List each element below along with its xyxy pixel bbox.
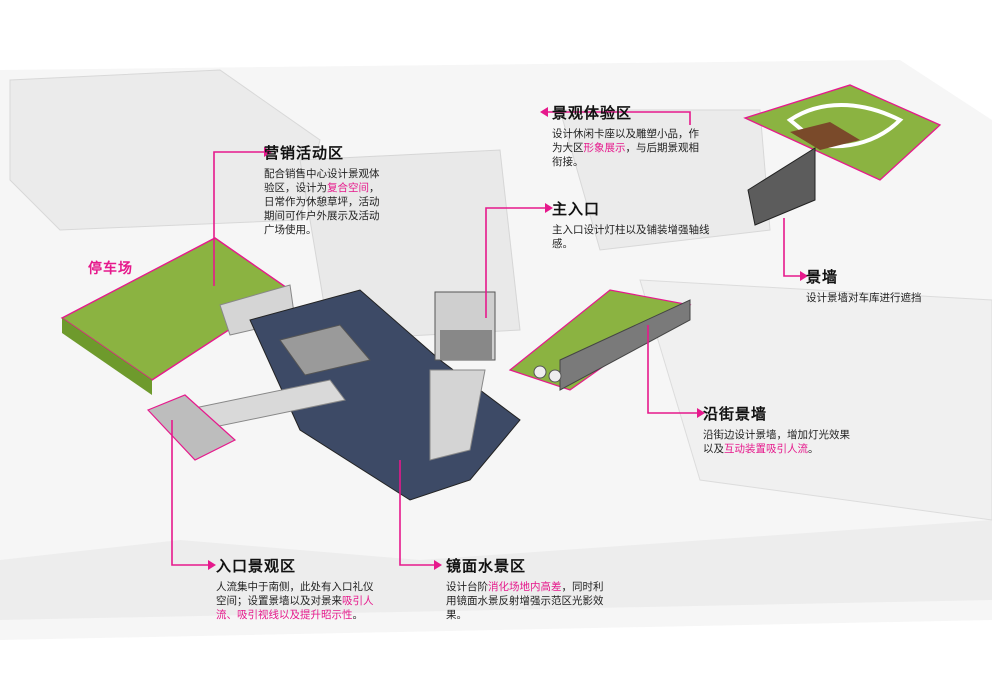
callout-entrance-landscape: 入口景观区 人流集中于南侧，此处有入口礼仪空间；设置景墙以及对景来吸引人流、吸引…	[216, 555, 382, 622]
context-building-left	[9, 69, 321, 231]
entrance-tower-face	[440, 330, 492, 360]
callout-title: 营销活动区	[264, 144, 345, 162]
callout-street-wall: 沿街景墙 沿街边设计景墙，增加灯光效果以及互动装置吸引人流。	[703, 403, 853, 456]
callout-landscape-experience: 景观体验区 设计休闲卡座以及雕塑小品，作为大区形象展示，与后期景观相衔接。	[552, 102, 700, 169]
planter-1	[533, 365, 547, 379]
callout-main-entrance: 主入口 主入口设计灯柱以及铺装增强轴线感。	[552, 198, 712, 251]
callout-title: 景观体验区	[552, 104, 633, 122]
callout-marketing: 营销活动区 配合销售中心设计景观体验区，设计为复合空间，日常作为休憩草坪，活动期…	[264, 142, 386, 237]
road-band	[0, 520, 992, 620]
experience-deck	[790, 122, 860, 150]
callout-description: 设计景墙对车库进行遮挡	[806, 292, 922, 304]
callout-title: 景墙	[806, 268, 839, 286]
experience-track	[786, 103, 904, 149]
central-walkway	[429, 369, 486, 461]
parking-lawn-side	[62, 318, 152, 395]
callout-title: 入口景观区	[216, 557, 297, 575]
callout-title: 镜面水景区	[446, 557, 527, 575]
sculpture-platform	[279, 324, 371, 376]
callout-mirror-water: 镜面水景区 设计台阶消化场地内高差，同时利用镜面水景反射增强示范区光影效果。	[446, 555, 606, 622]
callout-title: 沿街景墙	[703, 405, 768, 423]
garage-screen-wall	[747, 147, 816, 226]
callout-description: 设计台阶消化场地内高差，同时利用镜面水景反射增强示范区光影效果。	[446, 581, 604, 621]
callout-description: 主入口设计灯柱以及铺装增强轴线感。	[552, 224, 710, 250]
callout-landscape-wall: 景墙 设计景墙对车库进行遮挡	[806, 266, 956, 305]
parking-label: 停车场	[88, 261, 133, 277]
callout-description: 沿街边设计景墙，增加灯光效果以及互动装置吸引人流。	[703, 429, 850, 455]
callout-title: 主入口	[552, 200, 601, 218]
callout-description: 配合销售中心设计景观体验区，设计为复合空间，日常作为休憩草坪，活动期间可作户外展…	[264, 168, 380, 236]
planter-2	[548, 369, 562, 383]
entrance-platform	[146, 394, 237, 461]
callout-description: 人流集中于南侧，此处有入口礼仪空间；设置景墙以及对景来吸引人流、吸引视线以及提升…	[216, 581, 374, 621]
context-building-right	[559, 109, 771, 251]
callout-description: 设计休闲卡座以及雕塑小品，作为大区形象展示，与后期景观相衔接。	[552, 128, 699, 168]
